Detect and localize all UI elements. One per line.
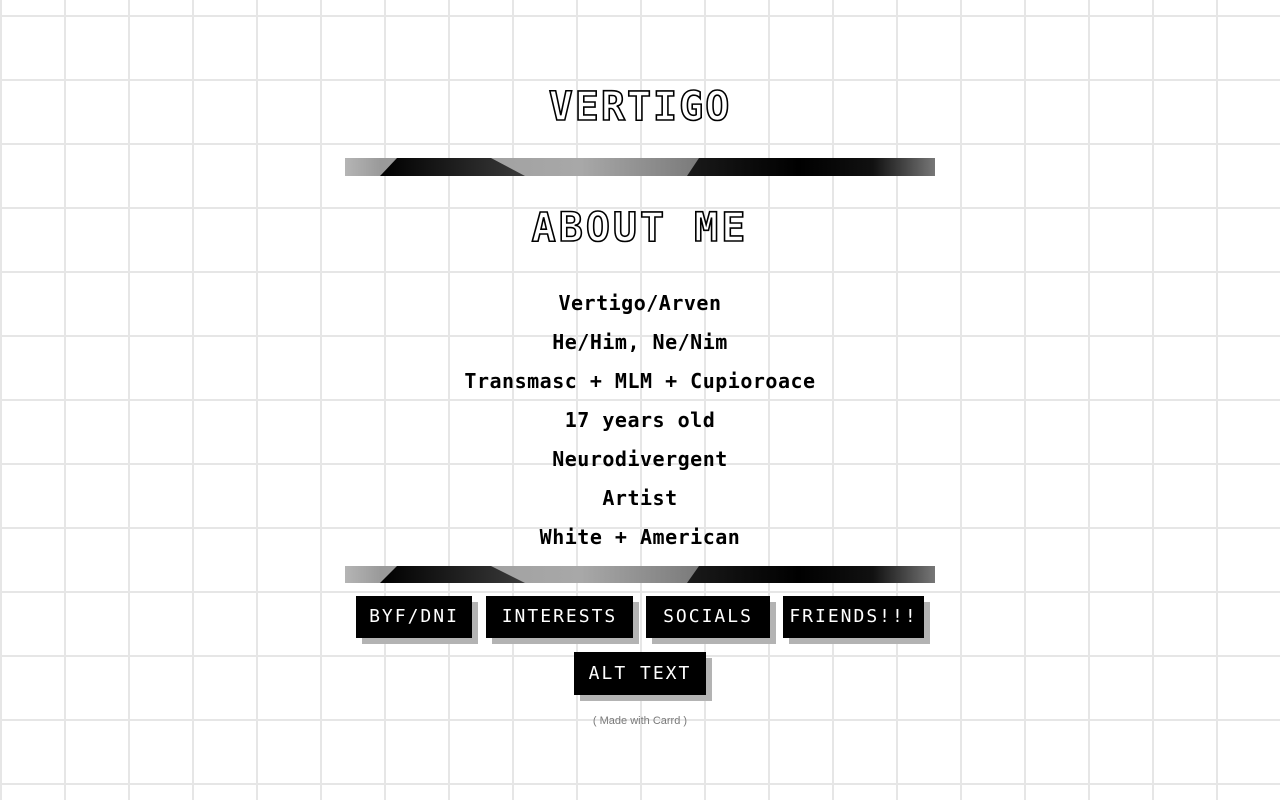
socials-button[interactable]: SOCIALS [646,596,770,638]
about-item-neurotype: Neurodivergent [552,447,728,471]
about-item-name: Vertigo/Arven [558,291,722,315]
interests-button[interactable]: INTERESTS [486,596,633,638]
alt-text-button[interactable]: ALT TEXT [574,652,706,695]
about-heading: ABOUT ME [531,204,749,252]
friends-button[interactable]: FRIENDS!!! [783,596,924,638]
about-item-occupation: Artist [602,486,678,510]
made-with-carrd-link[interactable]: Made with Carrd [599,715,681,727]
gradient-divider-graphic [345,158,935,176]
about-item-ethnicity: White + American [539,525,741,549]
about-item-pronouns: He/Him, Ne/Nim [552,330,728,354]
credit-open-paren: ( [592,715,600,727]
divider-bottom [345,566,935,583]
divider-top [345,158,935,176]
byf-dni-button[interactable]: BYF/DNI [356,596,472,638]
about-item-identity: Transmasc + MLM + Cupioroace [464,369,816,393]
credit-close-paren: ) [680,715,688,727]
footer-credit: ( Made with Carrd ) [345,713,935,729]
about-list: Vertigo/Arven He/Him, Ne/Nim Transmasc +… [345,284,935,557]
gradient-divider-graphic [345,566,935,583]
site-title: VERTIGO [548,83,732,131]
about-item-age: 17 years old [564,408,716,432]
